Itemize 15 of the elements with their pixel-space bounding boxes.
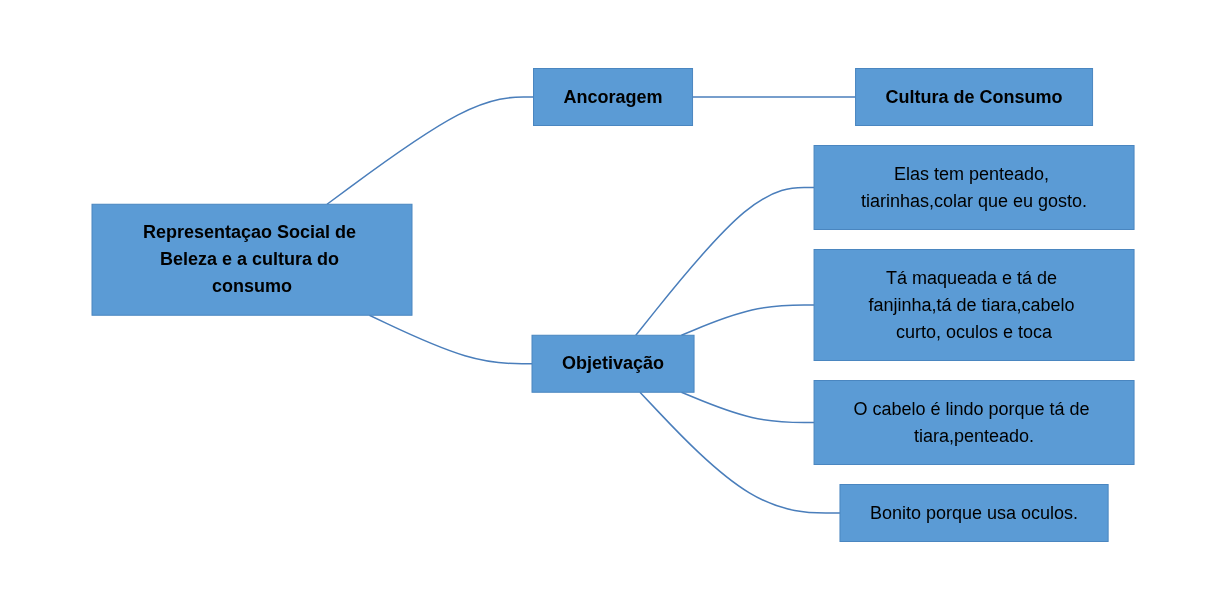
connector xyxy=(635,186,816,336)
node-box: Objetivação xyxy=(531,334,695,393)
node-box: Cultura de Consumo xyxy=(855,68,1094,126)
connector xyxy=(681,304,816,336)
connector xyxy=(639,391,842,514)
connector xyxy=(369,314,534,365)
connector xyxy=(326,96,535,205)
node-box: Bonito porque usa oculos. xyxy=(839,484,1110,542)
node-box: O cabelo é lindo porque tá de tiara,penteado. xyxy=(814,380,1135,465)
node-box: Elas tem penteado, tiarinhas,colar que eu gosto. xyxy=(814,145,1135,230)
connector xyxy=(692,96,857,98)
node-box: Ancoragem xyxy=(533,68,694,126)
connector xyxy=(681,391,816,424)
node-box: Representaçao Social de Beleza e a cultura do consumo xyxy=(91,203,413,316)
node-box: Tá maqueada e tá de fanjinha,tá de tiara,cabelo curto, oculos e toca xyxy=(814,249,1135,361)
